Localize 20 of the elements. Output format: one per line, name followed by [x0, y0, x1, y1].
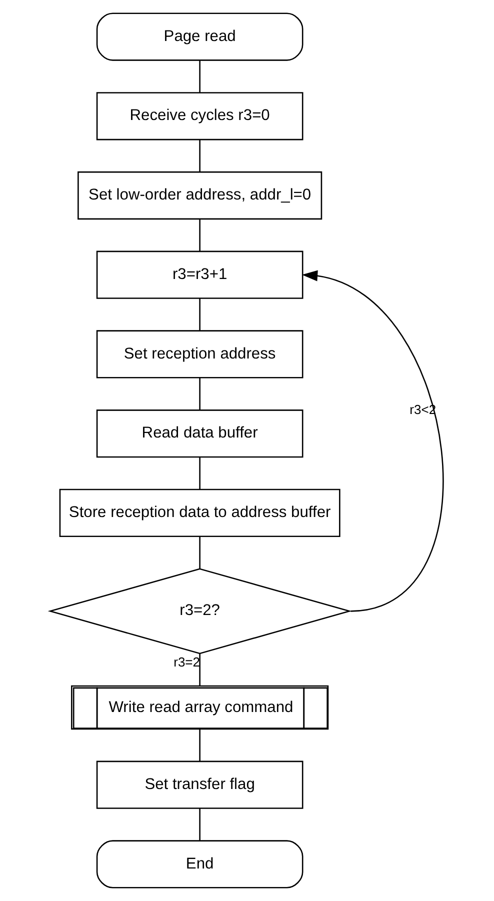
connector — [199, 536, 200, 569]
node-box: r3=r3+1 — [96, 250, 304, 299]
connector — [199, 60, 200, 92]
connector — [199, 729, 200, 762]
node-box: Set reception address — [96, 330, 304, 378]
node-box: Set transfer flag — [96, 760, 304, 809]
node-box: Store reception data to address buffer — [59, 488, 340, 538]
node-box: Read data buffer — [96, 410, 304, 458]
connector — [199, 219, 200, 252]
node-box: Page read — [96, 12, 304, 61]
connector — [199, 457, 200, 490]
connector — [199, 140, 200, 172]
node-box: End — [96, 840, 304, 888]
connector — [199, 378, 200, 410]
arrow — [302, 270, 444, 612]
connector — [199, 808, 200, 840]
connector — [199, 298, 200, 330]
node-box: Set low-order address, addr_l=0 — [78, 171, 322, 220]
node-box: Receive cycles r3=0 — [96, 92, 304, 140]
node-diamond: r3=2? — [48, 568, 352, 654]
